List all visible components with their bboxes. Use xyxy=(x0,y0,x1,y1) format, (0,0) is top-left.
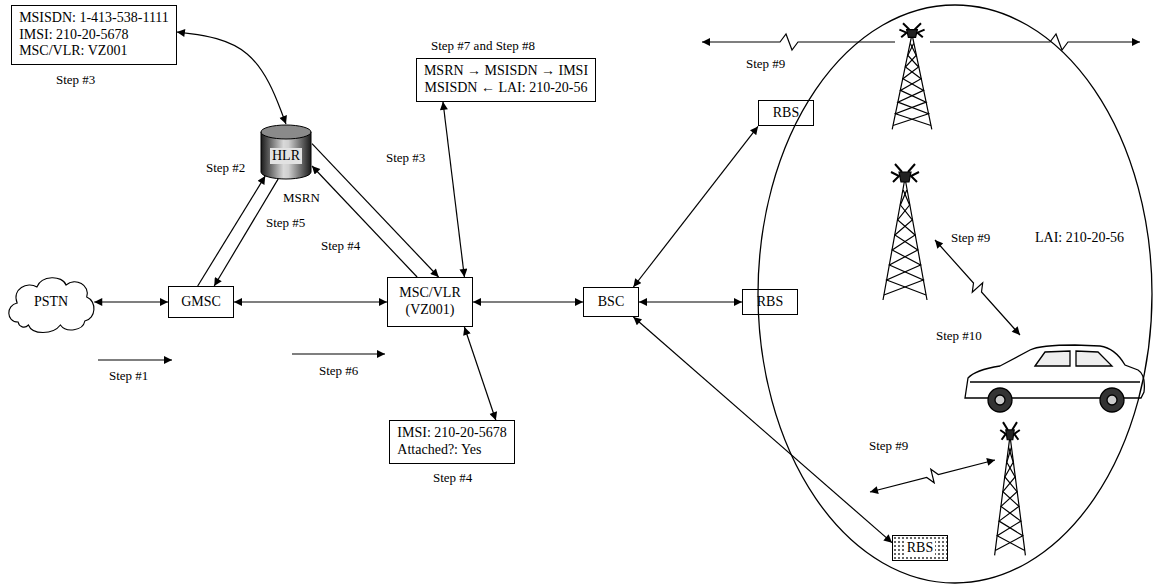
node-text: MSC/VLR: VZ001 xyxy=(19,43,127,60)
visitor-record-box: IMSI: 210-20-5678Attached?: Yes xyxy=(389,420,514,464)
node-text: PSTN xyxy=(34,294,68,311)
controller-box: BSC xyxy=(583,287,639,317)
radio-link xyxy=(935,240,1020,335)
switch-box: MSC/VLR (VZ001) xyxy=(387,277,473,327)
step-label: Step #9 xyxy=(745,56,786,72)
connector xyxy=(464,327,495,420)
radio-tower xyxy=(883,164,927,300)
base-station-box: RBS xyxy=(892,535,948,562)
ellipse-outline xyxy=(757,4,1153,584)
connector xyxy=(639,301,742,302)
location-area-ellipse: RBS LAI: 210-20-56 xyxy=(757,4,1153,584)
car-window xyxy=(1076,351,1112,366)
connector xyxy=(214,179,278,286)
connector xyxy=(312,144,439,277)
step-label: Step #5 xyxy=(265,215,306,231)
step-label: Step #3 xyxy=(385,150,426,166)
connector xyxy=(473,301,583,302)
radio-tower xyxy=(892,23,932,129)
mapping-box: MSRN → MSISDN → IMSIMSISDN ← LAI: 210-20… xyxy=(416,58,596,102)
area-ellipse xyxy=(758,5,1152,583)
cloud-shape xyxy=(9,278,94,333)
network-cloud: PSTN xyxy=(4,267,98,337)
car-wheel xyxy=(988,388,1012,412)
node-text: HLR xyxy=(270,148,302,165)
node-text: GMSC xyxy=(181,294,221,311)
radio-link xyxy=(930,34,1140,50)
car-wheel xyxy=(1100,388,1124,412)
car-trim xyxy=(970,381,1140,382)
connector xyxy=(94,301,168,302)
node-text: MSISDN ← LAI: 210-20-56 xyxy=(425,80,588,97)
connector xyxy=(234,301,387,302)
step-label: Step #4 xyxy=(432,470,473,486)
node-text: Attached?: Yes xyxy=(397,442,481,459)
step-label: Step #1 xyxy=(108,368,149,384)
step-label: Step #9 xyxy=(868,438,909,454)
step-label: Step #4 xyxy=(320,238,361,254)
base-station-box: RBS xyxy=(758,100,814,127)
node-text: MSRN → MSISDN → IMSI xyxy=(424,63,588,80)
car-window xyxy=(1035,351,1070,366)
node-text: RBS xyxy=(757,294,783,311)
node-text: RBS xyxy=(773,105,799,122)
cylinder-top xyxy=(261,125,311,139)
node-text: MSISDN: 1-413-538-1111 xyxy=(19,10,169,27)
radio-link xyxy=(870,460,995,492)
step-label: Step #7 and Step #8 xyxy=(430,38,536,54)
node-text: LAI: 210-20-56 xyxy=(1035,230,1124,247)
step-label: Step #9 xyxy=(950,230,991,246)
node-text: IMSI: 210-20-5678 xyxy=(19,27,128,44)
database-cylinder: HLR xyxy=(260,124,312,180)
step-label: Step #6 xyxy=(318,363,359,379)
node-text: BSC xyxy=(598,294,624,311)
step-arrow xyxy=(98,359,172,360)
step-label: Step #10 xyxy=(935,328,983,344)
car-hub xyxy=(1107,395,1117,405)
step-arrow xyxy=(292,353,385,354)
base-station-box: RBS xyxy=(742,289,798,316)
connector xyxy=(198,176,266,286)
connector xyxy=(633,317,892,543)
connector xyxy=(177,32,286,124)
car xyxy=(965,345,1144,412)
step-label: Step #2 xyxy=(205,160,246,176)
connector xyxy=(633,126,758,287)
radio-tower xyxy=(995,422,1026,555)
connector xyxy=(443,102,464,277)
node-text: RBS xyxy=(905,540,935,557)
subscriber-record-box: MSISDN: 1-413-538-1111IMSI: 210-20-5678M… xyxy=(11,5,177,65)
connector xyxy=(312,166,417,277)
step-label: MSRN xyxy=(282,190,321,206)
switch-box: GMSC xyxy=(168,286,234,318)
node-text: MSC/VLR (VZ001) xyxy=(395,285,465,319)
step-label: Step #3 xyxy=(55,72,96,88)
car-hub xyxy=(995,395,1005,405)
node-text: IMSI: 210-20-5678 xyxy=(397,425,506,442)
